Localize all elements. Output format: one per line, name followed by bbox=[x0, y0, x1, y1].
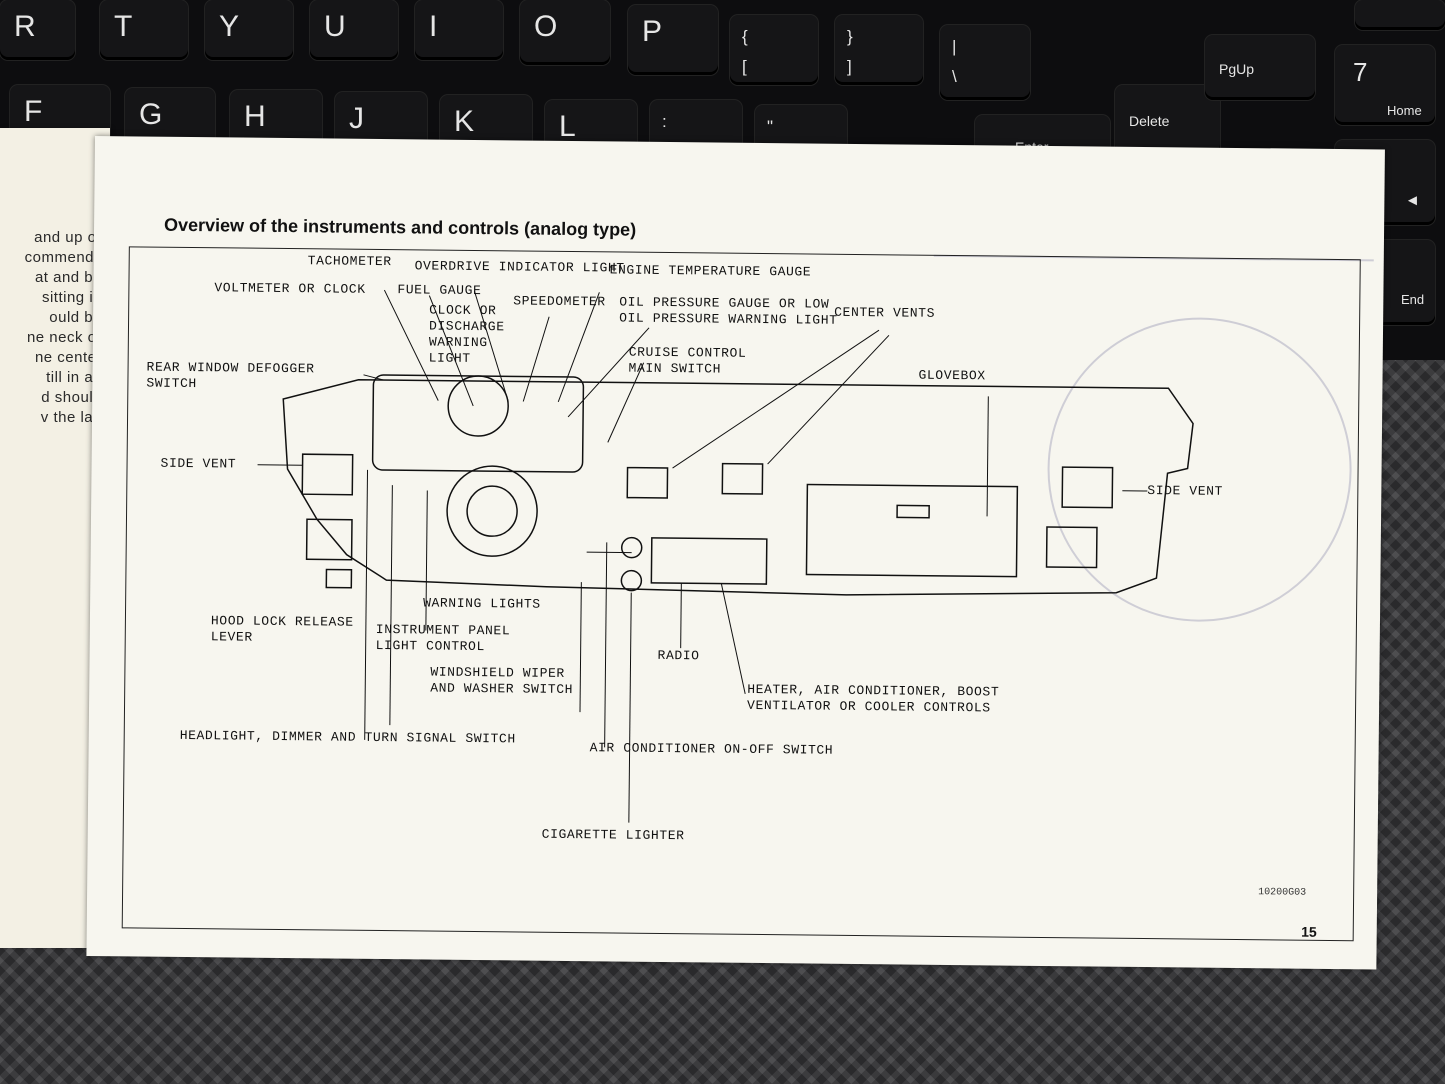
label-hood-lock: HOOD LOCK RELEASE LEVER bbox=[210, 613, 354, 645]
dash-outline bbox=[282, 379, 1194, 596]
cluster-hood bbox=[371, 374, 585, 473]
label-instrument-panel: INSTRUMENT PANEL LIGHT CONTROL bbox=[375, 621, 511, 655]
label-glovebox: GLOVEBOX bbox=[918, 367, 986, 384]
key-t[interactable]: T bbox=[100, 0, 188, 60]
page-title: Overview of the instruments and controls… bbox=[163, 214, 637, 240]
figure-code: 10200G03 bbox=[1258, 887, 1307, 899]
label-radio: RADIO bbox=[657, 647, 700, 664]
glovebox bbox=[805, 483, 1019, 578]
label-overdrive-indicator: OVERDRIVE INDICATOR LIGHT bbox=[414, 258, 625, 276]
label-oil-pressure: OIL PRESSURE GAUGE OR LOW OIL PRESSURE W… bbox=[619, 294, 838, 328]
label-heater-controls: HEATER, AIR CONDITIONER, BOOST VENTILATO… bbox=[746, 681, 1000, 716]
glovebox-latch bbox=[896, 504, 930, 519]
key-i[interactable]: I bbox=[415, 0, 503, 60]
center-vent-2 bbox=[721, 462, 764, 495]
center-vent-1 bbox=[626, 466, 669, 499]
label-cigarette-lighter: CIGARETTE LIGHTER bbox=[541, 826, 685, 844]
label-speedometer: SPEEDOMETER bbox=[513, 293, 606, 310]
label-windshield-wiper: WINDSHIELD WIPER AND WASHER SWITCH bbox=[430, 664, 574, 698]
key-delete[interactable]: Delete bbox=[1115, 85, 1220, 155]
label-tachometer: TACHOMETER bbox=[307, 253, 392, 270]
left-lower-grille bbox=[305, 518, 353, 561]
label-engine-temperature: ENGINE TEMPERATURE GAUGE bbox=[609, 262, 812, 280]
page-number: 15 bbox=[1301, 923, 1317, 940]
key-pgup[interactable]: PgUp bbox=[1205, 35, 1315, 100]
hood-release bbox=[325, 568, 353, 589]
label-ac-switch: AIR CONDITIONER ON-OFF SWITCH bbox=[589, 740, 834, 758]
diagram-frame: TACHOMETER OVERDRIVE INDICATOR LIGHT ENG… bbox=[121, 246, 1361, 942]
steering-hub bbox=[466, 485, 518, 537]
steering-wheel bbox=[446, 465, 538, 557]
key-p[interactable]: P bbox=[628, 5, 718, 75]
key-y[interactable]: Y bbox=[205, 0, 293, 60]
label-voltmeter: VOLTMETER OR CLOCK bbox=[214, 280, 366, 297]
numpad-key-top[interactable] bbox=[1355, 0, 1445, 30]
key-r[interactable]: R bbox=[0, 0, 75, 60]
knob-top bbox=[620, 536, 643, 559]
key-brace-left[interactable]: {[ bbox=[730, 15, 818, 85]
key-o[interactable]: O bbox=[520, 0, 610, 65]
label-center-vents: CENTER VENTS bbox=[834, 304, 936, 321]
speedo-dial bbox=[447, 375, 509, 437]
right-side-vent bbox=[1061, 466, 1114, 509]
key-brace-right[interactable]: }] bbox=[835, 15, 923, 85]
label-clock-discharge: CLOCK OR DISCHARGE WARNING LIGHT bbox=[428, 302, 505, 366]
manual-page: Overview of the instruments and controls… bbox=[86, 136, 1385, 970]
label-fuel-gauge: FUEL GAUGE bbox=[397, 282, 482, 299]
label-rear-defogger: REAR WINDOW DEFOGGER SWITCH bbox=[146, 359, 315, 392]
right-lower-grille bbox=[1045, 526, 1098, 569]
left-side-vent bbox=[301, 453, 354, 496]
radio-unit bbox=[650, 537, 768, 585]
label-cruise-control: CRUISE CONTROL MAIN SWITCH bbox=[628, 344, 747, 377]
label-side-vent-left: SIDE VENT bbox=[160, 455, 237, 472]
key-u[interactable]: U bbox=[310, 0, 398, 60]
knob-bottom bbox=[620, 569, 643, 592]
label-side-vent-right: SIDE VENT bbox=[1147, 483, 1224, 499]
label-warning-lights: WARNING LIGHTS bbox=[423, 595, 541, 612]
dashboard-diagram bbox=[257, 289, 1194, 823]
key-pipe[interactable]: |\ bbox=[940, 25, 1030, 100]
